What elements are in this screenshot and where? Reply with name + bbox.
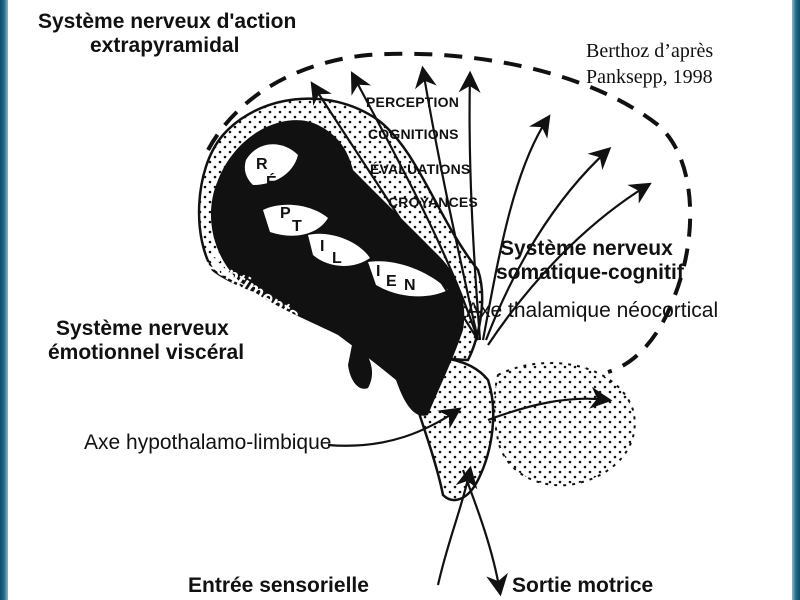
label-sensory-input: Entrée sensorielle [188, 574, 369, 597]
arrow-hypothalamic [327, 407, 462, 447]
left-tail [348, 340, 373, 389]
lobe-il [308, 233, 370, 266]
cerebellum [493, 362, 636, 487]
letter-e: E [386, 273, 397, 290]
emotional-line-2: émotionnel viscéral [48, 341, 245, 364]
brainstem [401, 356, 495, 502]
letter-l: L [332, 250, 342, 267]
label-perception: PERCEPTION [366, 94, 460, 110]
label-extrapyramidal: Système nerveux d'action extrapyramidal [38, 10, 296, 58]
lobe-ien [368, 261, 448, 297]
letter-t: T [292, 218, 302, 235]
arrow-2 [350, 71, 480, 341]
label-hypothalamic-axis: Axe hypothalamo-limbique [84, 431, 332, 454]
arrow-4 [458, 70, 482, 341]
letter-e-acute: É [266, 174, 277, 191]
letter-n: N [404, 277, 416, 294]
letter-i: I [320, 238, 325, 255]
letter-p: P [280, 205, 291, 222]
lobe-pt [263, 204, 328, 236]
source-credit: Berthoz d’après Panksepp, 1998 [586, 38, 713, 90]
somatic-line-2: somatique-cognitif [496, 261, 684, 284]
label-evaluations: ÉVALUATIONS [370, 161, 471, 177]
credit-line-1: Berthoz d’après [586, 40, 714, 62]
lobe-re [244, 144, 298, 185]
label-croyances: CROYANCES [388, 194, 478, 210]
extrapyramidal-line-1: Système nerveux d'action [38, 10, 297, 33]
slide: Berthoz d’après Panksepp, 1998 Système n… [8, 0, 792, 600]
brain-diagram [197, 51, 693, 597]
cortex-arrows [310, 65, 652, 346]
label-emotional: Système nerveux émotionnel viscéral [48, 317, 244, 365]
label-thalamic-axis: Axe thalamique néocortical [466, 299, 719, 322]
extrapyramidal-line-2: extrapyramidal [90, 34, 240, 57]
label-cognitions: COGNITIONS [368, 126, 459, 142]
limbic-core [210, 120, 465, 416]
cortex-dashed-outline [206, 51, 693, 374]
arrow-6 [484, 147, 612, 341]
credit-line-2: Panksepp, 1998 [586, 66, 713, 88]
arrow-3 [415, 65, 480, 341]
emotional-line-1: Système nerveux [56, 317, 229, 340]
letter-i-2: I [376, 263, 381, 280]
letter-r: R [256, 156, 268, 173]
arrow-cerebellum [487, 386, 613, 422]
io-arrows [327, 386, 613, 597]
somatic-line-1: Système nerveux [500, 237, 673, 260]
arrow-7 [487, 182, 652, 346]
label-somatic: Système nerveux somatique-cognitif [496, 237, 684, 285]
arrow-motor [461, 469, 508, 597]
arrow-1 [310, 81, 479, 341]
label-motor-output: Sortie motrice [512, 574, 654, 597]
arrow-5 [481, 114, 551, 341]
